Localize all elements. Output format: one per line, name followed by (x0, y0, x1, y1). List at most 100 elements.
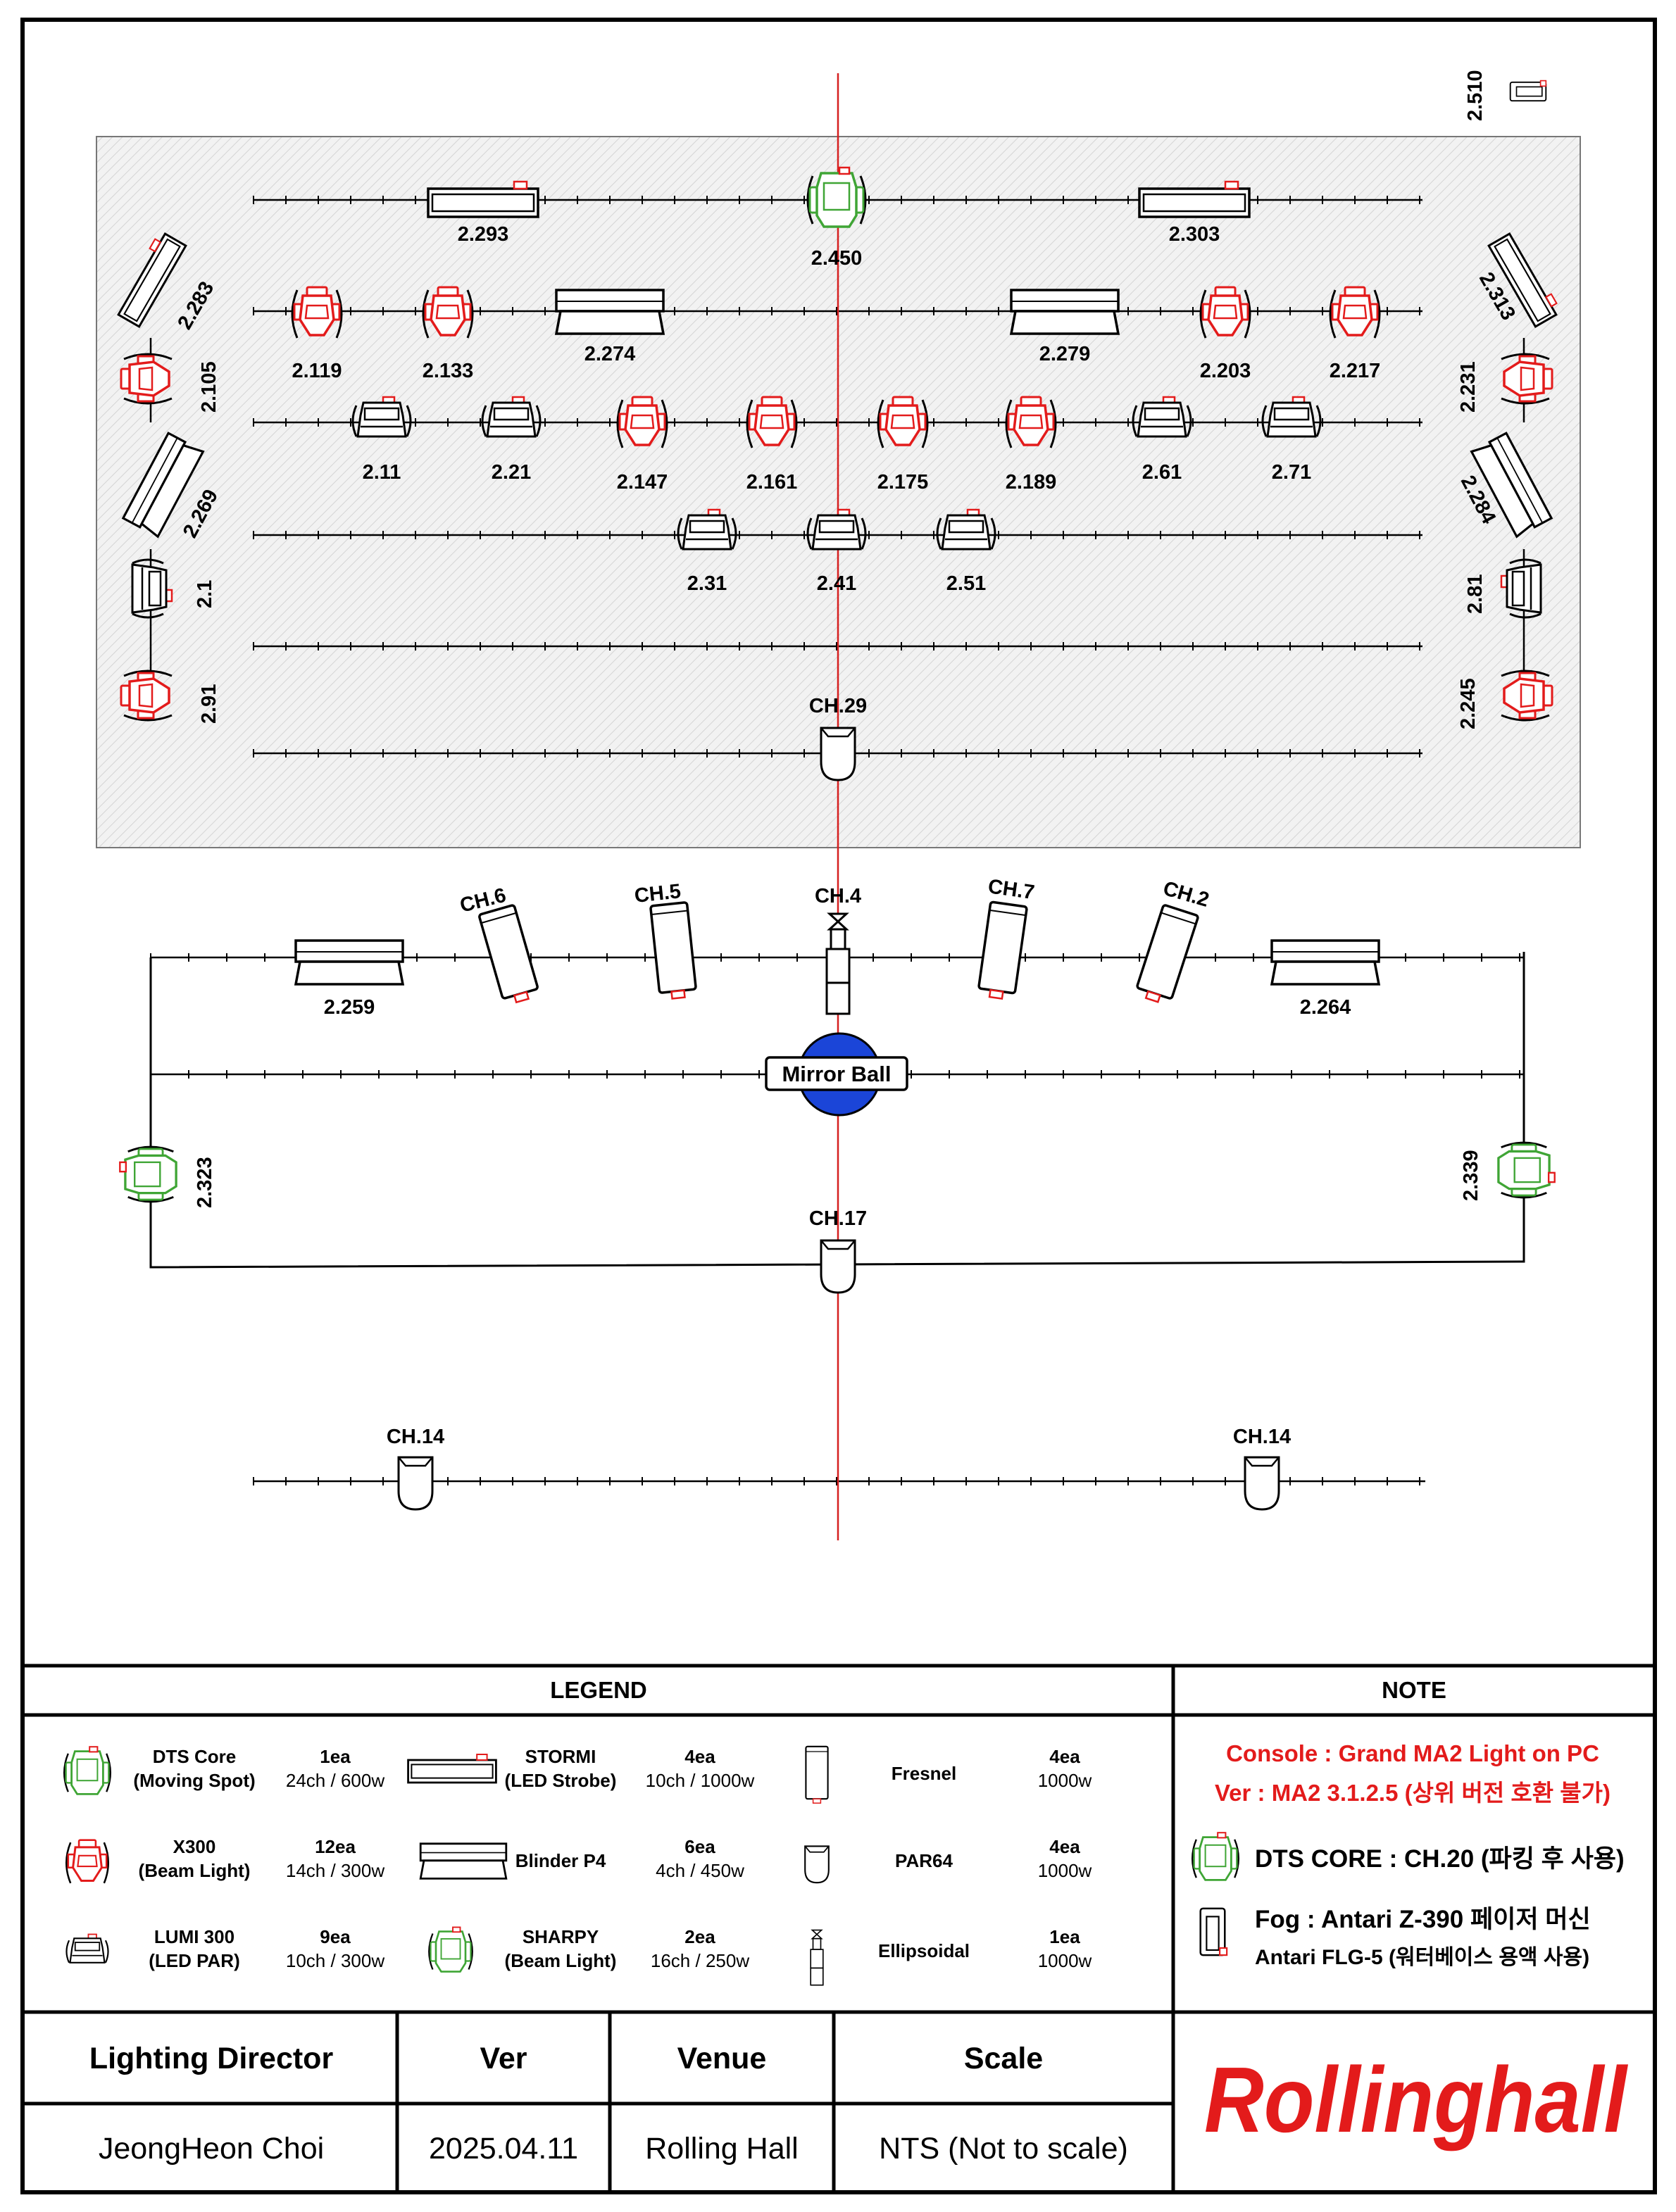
blinder-icon (1270, 939, 1380, 986)
legend-item-spec: 16ch / 250w (651, 1950, 749, 1971)
fixture-label: 2.450 (811, 247, 863, 270)
legend-item-name: LUMI 300 (154, 1926, 234, 1947)
fixture-label: 2.147 (617, 471, 668, 494)
version-date: 2025.04.11 (429, 2132, 578, 2166)
fixture-label: 2.323 (194, 1157, 216, 1208)
legend-item-qty: 4ea (1049, 1836, 1080, 1857)
legend-item-sub: (LED PAR) (149, 1950, 240, 1971)
fixture-label: 2.279 (1039, 343, 1091, 365)
note-fog-fluid: Antari FLG-5 (워터베이스 용액 사용) (1255, 1946, 1589, 1969)
fixture-label: 2.274 (584, 343, 636, 365)
legend-item-qty: 1ea (320, 1746, 351, 1767)
x300-icon (65, 1839, 110, 1885)
par64-icon (804, 1845, 830, 1884)
fixture-label: 2.119 (292, 360, 342, 382)
dts-core-icon (1191, 1831, 1240, 1881)
fixture-label: 2.189 (1006, 471, 1057, 494)
fixture-label: 2.81 (1464, 574, 1487, 614)
legend-item-qty: 4ea (1049, 1746, 1080, 1767)
fixture-label: 2.259 (324, 996, 375, 1019)
legend-item-spec: 14ch / 300w (286, 1860, 384, 1881)
fixture-label: 2.510 (1464, 70, 1487, 121)
blinder-icon (555, 289, 665, 335)
channel-label: CH.7 (987, 875, 1036, 904)
legend-item-name: DTS Core (153, 1746, 236, 1767)
rollinghall-logo: Rollinghall (1204, 2048, 1628, 2151)
legend-item-spec: 10ch / 300w (286, 1950, 384, 1971)
fixture-label: 2.293 (458, 223, 509, 246)
legend-item-name: X300 (173, 1836, 216, 1857)
legend-item-name: STORMI (525, 1746, 596, 1767)
legend-item-sub: (LED Strobe) (505, 1770, 617, 1791)
fixture-label: 2.105 (198, 361, 220, 413)
fixture-label: 2.161 (746, 471, 798, 494)
fixture-label: 2.303 (1169, 223, 1220, 246)
mirror-ball-label: Mirror Ball (782, 1062, 891, 1086)
sheet-border (20, 18, 1657, 2194)
fixture-label: 2.203 (1200, 360, 1251, 382)
fixture-label: 2.339 (1460, 1150, 1482, 1201)
par64-icon (1244, 1456, 1280, 1511)
legend-item-spec: 1000w (1038, 1950, 1092, 1971)
fixture-label: 2.91 (198, 684, 220, 724)
legend-item-qty: 12ea (315, 1836, 356, 1857)
lumi-par-icon (65, 1933, 109, 1963)
legend-table (23, 1664, 1655, 2192)
note-title: NOTE (1382, 1677, 1446, 1703)
fog-machine-icon (1199, 1907, 1228, 1956)
legend-item-sub: (Beam Light) (139, 1860, 251, 1881)
fixture-label: 2.217 (1330, 360, 1381, 382)
channel-label: CH.14 (1233, 1426, 1291, 1448)
fixture-label: 2.71 (1272, 461, 1311, 484)
legend-item-qty: 9ea (320, 1926, 351, 1947)
note-version: Ver : MA2 3.1.2.5 (상위 버전 호환 불가) (1215, 1780, 1611, 1806)
note-fog: Fog : Antari Z-390 페이저 머신 (1255, 1906, 1591, 1933)
note-dts: DTS CORE : CH.20 (파킹 후 사용) (1255, 1845, 1625, 1873)
fixture-label: 2.41 (817, 572, 856, 595)
sharpy-icon (118, 1145, 177, 1203)
fog-machine-icon (1509, 80, 1547, 102)
fixture-label: 2.61 (1142, 461, 1182, 484)
legend-item-spec: 1000w (1038, 1770, 1092, 1791)
scale-label: Scale (964, 2042, 1043, 2075)
version-label: Ver (480, 2042, 527, 2075)
par64-icon (820, 1239, 856, 1294)
ellipsoidal-icon (810, 1929, 824, 1986)
legend-item-qty: 6ea (684, 1836, 715, 1857)
legend-item-qty: 1ea (1049, 1926, 1080, 1947)
channel-label: CH.14 (387, 1426, 444, 1448)
legend-item-spec: 1000w (1038, 1860, 1092, 1881)
legend-item-spec: 4ch / 450w (656, 1860, 744, 1881)
blinder-icon (419, 1842, 508, 1880)
blinder-icon (1010, 289, 1120, 335)
legend-item-qty: 2ea (684, 1926, 715, 1947)
fresnel-icon (805, 1745, 829, 1804)
fixture-label: 2.11 (363, 461, 401, 484)
legend-item-name: SHARPY (523, 1926, 599, 1947)
ellipsoidal-icon (825, 912, 851, 1015)
fresnel-icon (649, 900, 699, 1002)
channel-label: CH.4 (815, 885, 861, 907)
channel-label: CH.17 (809, 1207, 867, 1230)
scale-value: NTS (Not to scale) (879, 2132, 1128, 2166)
channel-label: CH.29 (809, 695, 867, 717)
director-label: Lighting Director (89, 2042, 334, 2075)
par64-icon (820, 727, 856, 781)
sharpy-icon (1497, 1141, 1556, 1199)
legend-item-spec: 10ch / 1000w (646, 1770, 755, 1791)
venue-name: Rolling Hall (645, 2132, 798, 2166)
mirror-ball-tag (765, 1056, 908, 1091)
legend-item-sub: (Moving Spot) (133, 1770, 255, 1791)
legend-item-name: Blinder P4 (515, 1850, 606, 1871)
legend-item-qty: 4ea (684, 1746, 715, 1767)
dts-core-icon (63, 1745, 112, 1795)
fixture-label: 2.175 (877, 471, 929, 494)
legend-item-sub: (Beam Light) (505, 1950, 617, 1971)
legend-item-spec: 24ch / 600w (286, 1770, 384, 1791)
strobe-icon (407, 1753, 497, 1784)
legend-item-name: Fresnel (892, 1763, 957, 1784)
fixture-label: 2.31 (687, 572, 727, 595)
blinder-icon (294, 939, 404, 986)
sharpy-icon (427, 1926, 474, 1973)
